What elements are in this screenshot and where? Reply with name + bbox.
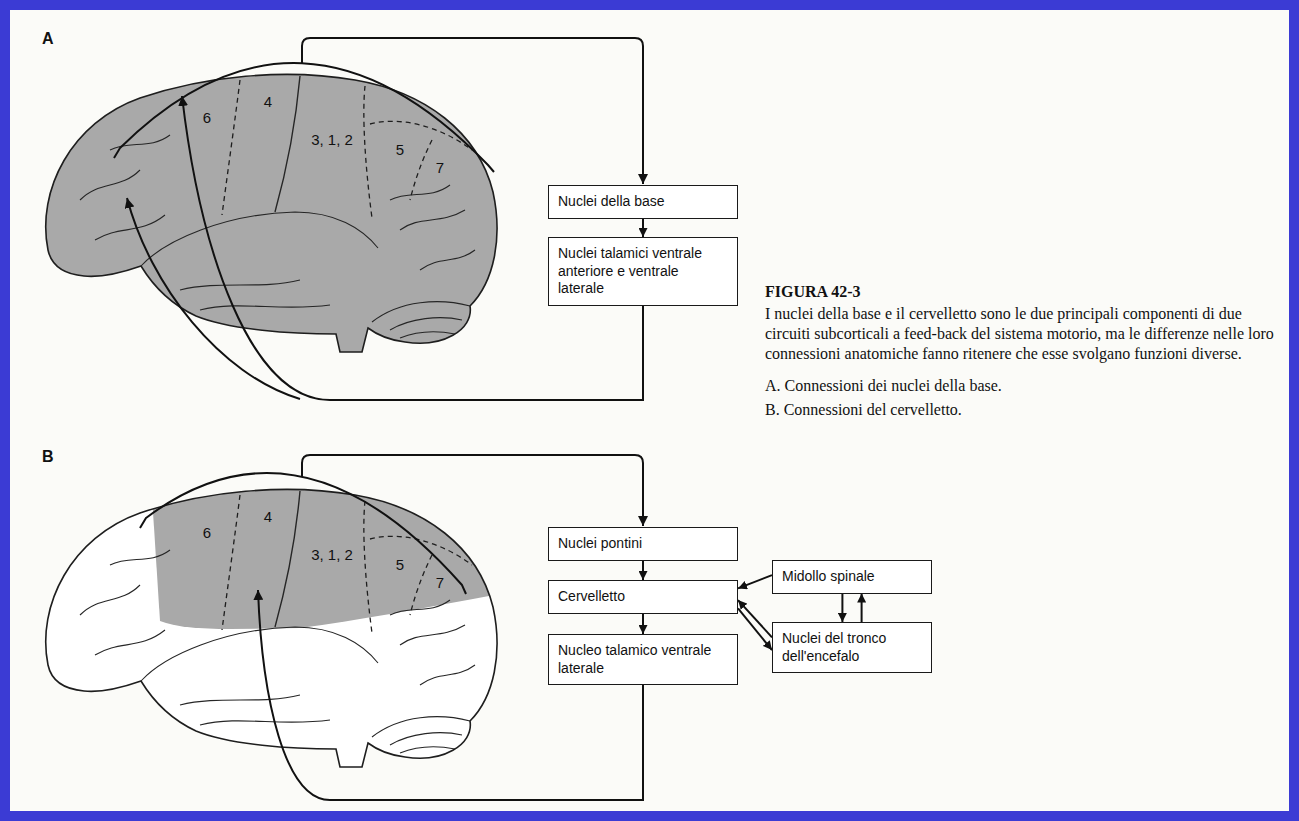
connector-arrow bbox=[861, 594, 863, 623]
connector-arrow bbox=[642, 219, 644, 238]
area-number: 7 bbox=[436, 160, 444, 177]
area-number: 3, 1, 2 bbox=[311, 132, 353, 149]
structure-box: Nuclei pontini bbox=[548, 527, 738, 561]
structure-box: Midollo spinale bbox=[772, 560, 932, 594]
structure-box: Nuclei del tronco dell'encefalo bbox=[772, 622, 932, 673]
panel-letter: A bbox=[42, 30, 54, 48]
area-number: 7 bbox=[436, 575, 444, 592]
area-boundaries bbox=[222, 80, 472, 218]
loop-lines bbox=[114, 38, 643, 800]
cortex-bracket bbox=[114, 63, 494, 172]
structure-name: Cervelletto bbox=[558, 588, 728, 606]
area-number: 5 bbox=[396, 142, 404, 159]
cortical-output-line bbox=[302, 455, 643, 526]
structure-name: Nuclei pontini bbox=[558, 535, 728, 553]
sulci bbox=[80, 491, 475, 753]
connector-arrow bbox=[642, 614, 644, 635]
panel-letter: B bbox=[42, 448, 54, 466]
connector-arrow bbox=[642, 561, 644, 581]
structure-box: Cervelletto bbox=[548, 580, 738, 614]
figure-caption: I nuclei della base e il cervelletto son… bbox=[765, 304, 1275, 364]
connector-arrow bbox=[738, 600, 772, 637]
thalamocortical-branch bbox=[127, 198, 300, 399]
area-number: 3, 1, 2 bbox=[311, 547, 353, 564]
structure-name: Midollo spinale bbox=[782, 568, 922, 586]
connector-arrow bbox=[738, 575, 772, 588]
caption-line: B. Connessioni del cervelletto. bbox=[765, 400, 962, 420]
thalamocortical-line bbox=[258, 590, 643, 800]
connector-arrow bbox=[841, 594, 843, 623]
structure-box: Nuclei talamici ventrale anteriore e ven… bbox=[548, 237, 738, 306]
structure-name: Nuclei talamici ventrale anteriore e ven… bbox=[558, 245, 728, 298]
structure-box: Nuclei della base bbox=[548, 185, 738, 219]
cortex-bracket bbox=[140, 473, 466, 594]
cortical-output-line bbox=[302, 38, 643, 184]
area-number: 6 bbox=[203, 525, 211, 542]
brain-outline bbox=[46, 489, 497, 767]
figure-title: FIGURA 42-3 bbox=[765, 282, 861, 301]
structure-name: Nuclei della base bbox=[558, 193, 728, 211]
structure-name: Nucleo talamico ventrale laterale bbox=[558, 642, 728, 677]
structure-name: Nuclei del tronco dell'encefalo bbox=[782, 630, 922, 665]
motor-region-shading bbox=[150, 465, 505, 629]
area-number: 5 bbox=[396, 557, 404, 574]
brain-outline bbox=[46, 74, 497, 352]
area-number: 4 bbox=[264, 94, 272, 111]
caption-line: A. Connessioni dei nuclei della base. bbox=[765, 376, 1002, 396]
sulci bbox=[80, 76, 475, 338]
brain-a bbox=[46, 74, 497, 352]
connector-arrow bbox=[738, 608, 772, 650]
area-number: 6 bbox=[203, 110, 211, 127]
area-number: 4 bbox=[264, 509, 272, 526]
structure-box: Nucleo talamico ventrale laterale bbox=[548, 634, 738, 685]
